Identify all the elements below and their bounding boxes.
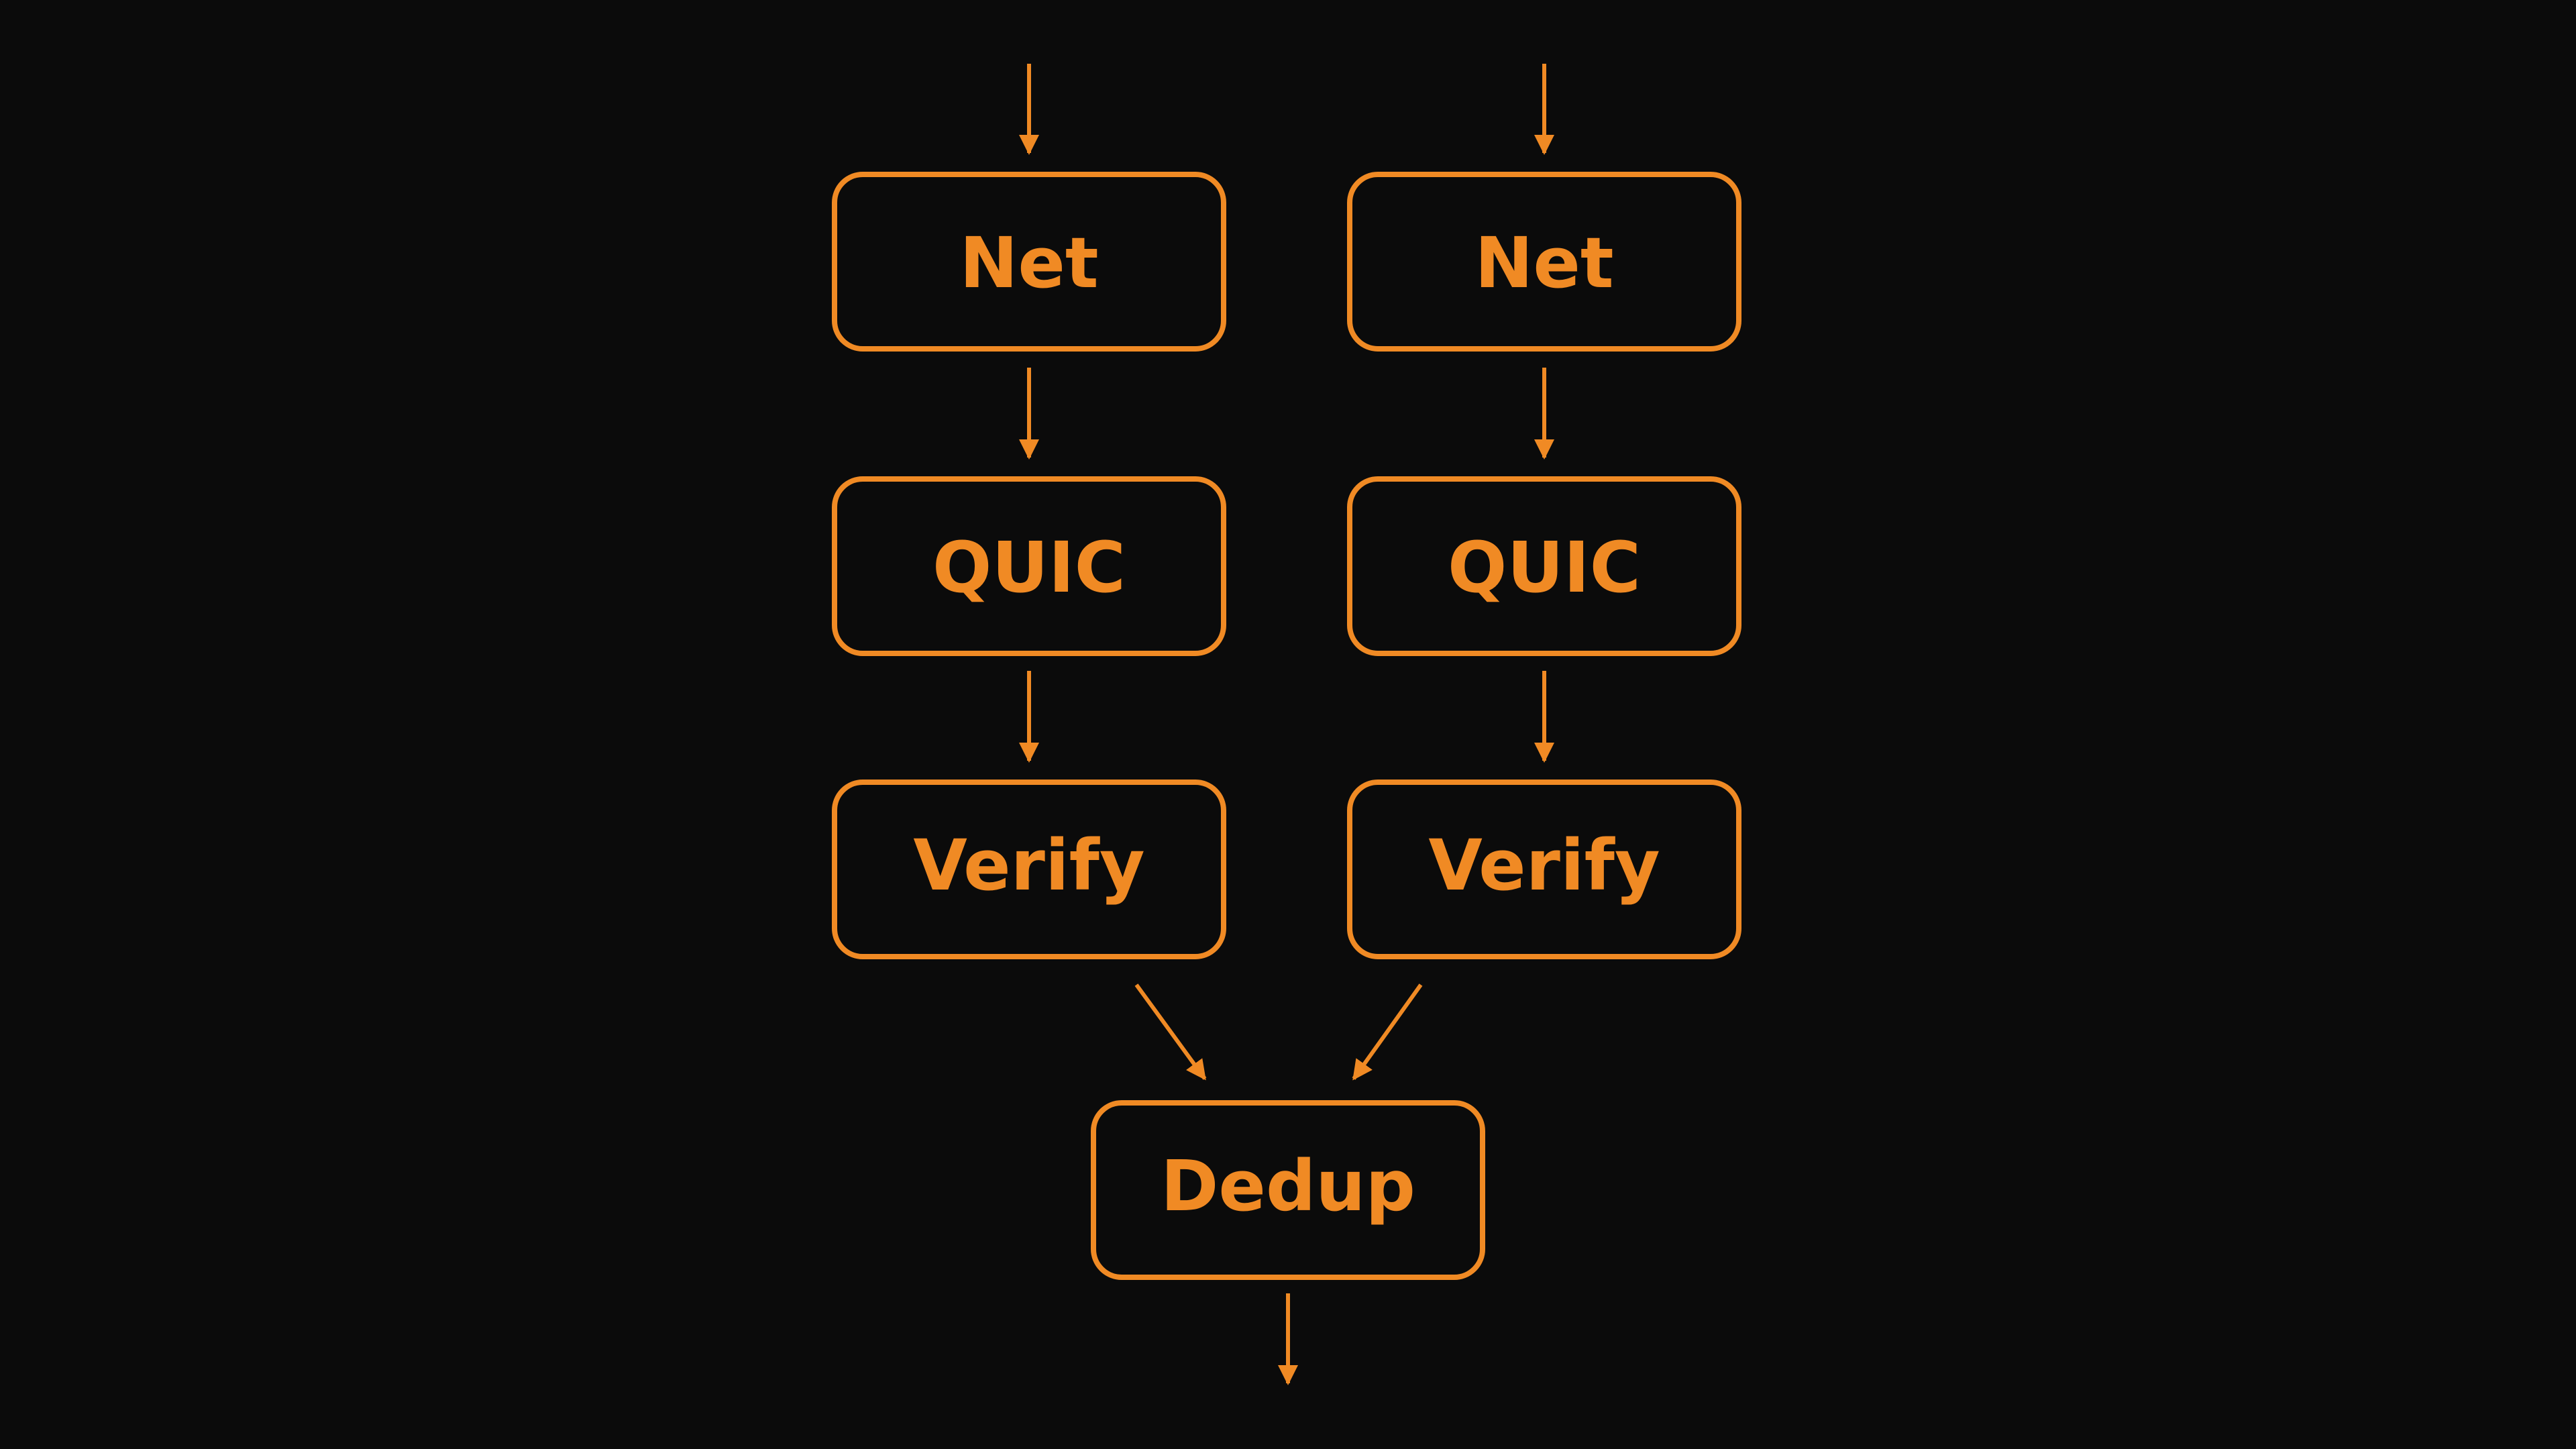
node-box [1347,780,1741,959]
node-quic-right: QUIC [1347,476,1741,656]
node-net-left: Net [832,172,1226,352]
node-label-dedup: Dedup [1161,1145,1415,1227]
node-box [832,780,1226,959]
node-box [1347,476,1741,656]
node-net-right: Net [1347,172,1741,352]
node-label-net-left: Net [959,222,1098,304]
node-box [1091,1100,1485,1280]
node-label-verify-left: Verify [913,824,1144,906]
node-label-verify-right: Verify [1428,824,1660,906]
node-verify-left: Verify [832,780,1226,959]
edge-verify-left-to-dedup [1134,983,1207,1081]
node-box [832,172,1226,352]
node-label-quic-left: QUIC [932,527,1126,608]
node-box [832,476,1226,656]
edges [1019,64,1554,1385]
node-label-quic-right: QUIC [1448,527,1641,608]
node-label-net-right: Net [1474,222,1613,304]
node-quic-left: QUIC [832,476,1226,656]
node-verify-right: Verify [1347,780,1741,959]
edge-verify-right-to-dedup [1352,983,1423,1081]
node-box [1347,172,1741,352]
node-dedup: Dedup [1091,1100,1485,1280]
